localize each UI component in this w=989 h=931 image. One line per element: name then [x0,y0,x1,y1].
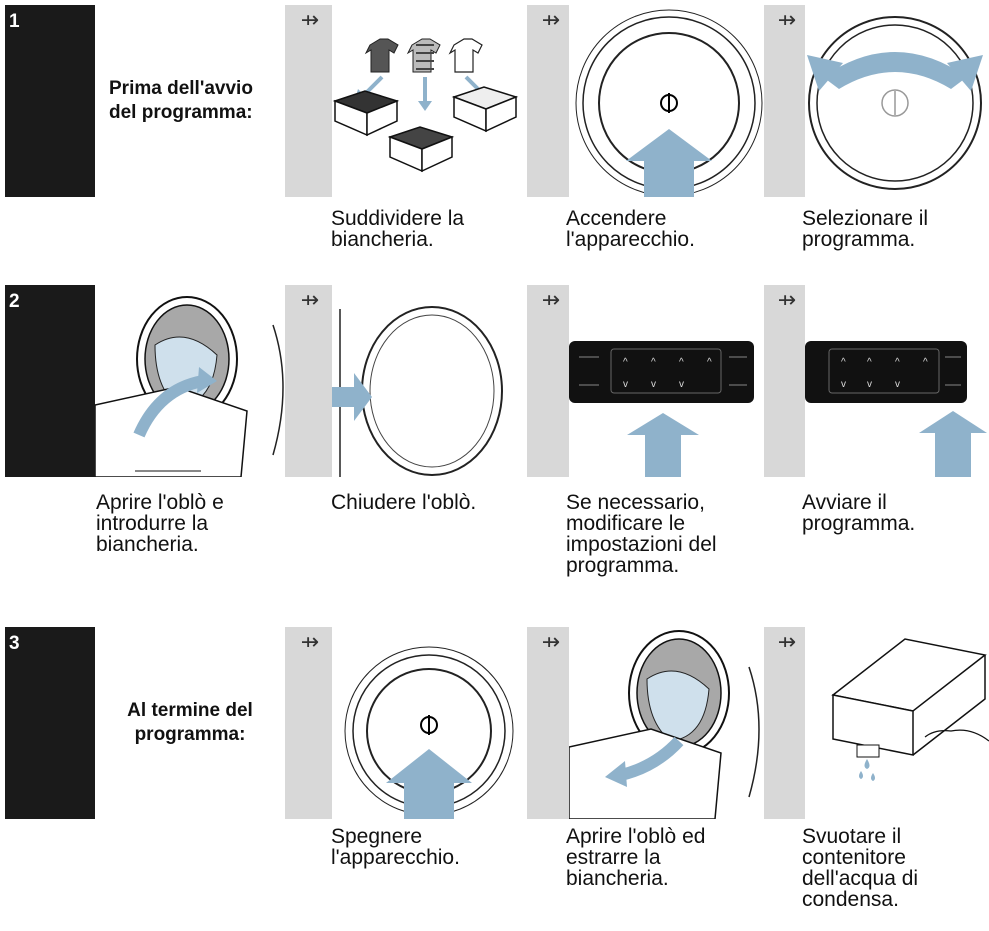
adjust-settings-illustration: ^ ^ ^ ^ v v v [569,285,764,477]
step-caption: Selezionare il programma. [802,207,929,251]
step-caption: Svuotare il contenitore dell'acqua di co… [802,825,919,911]
load-laundry-illustration [95,285,285,477]
svg-text:v: v [895,379,900,390]
step-row-1: 1 Prima dell'avvio del programma: ⇸ ⇸ [5,5,989,197]
step-caption: Avviare il programma. [802,491,916,535]
power-on-illustration [569,5,764,197]
next-step-arrow-icon: ⇸ [541,287,561,312]
step-caption: Se necessario, modificare le impostazion… [566,491,717,577]
select-program-illustration [805,5,989,197]
step-caption: Chiudere l'oblò. [331,491,477,514]
intro-text: Prima dell'avvio del programma: [109,78,253,123]
svg-text:^: ^ [679,357,684,368]
sort-laundry-illustration [332,5,527,197]
step-caption: Aprire l'oblò e introdurre la biancheria… [96,491,224,556]
next-step-arrow-icon: ⇸ [541,629,561,654]
intro-panel: Al termine del programma: [95,627,285,819]
next-step-arrow-icon: ⇸ [300,629,320,654]
next-step-arrow-icon: ⇸ [300,7,320,32]
step-number-badge: 3 [5,627,95,819]
step-caption: Suddividere la biancheria. [331,207,465,251]
step-caption: Aprire l'oblò ed estrarre la biancheria. [566,825,706,890]
start-program-illustration: ^ ^ ^ ^ v v v [805,285,989,477]
svg-text:^: ^ [623,357,628,368]
svg-text:v: v [623,379,628,390]
close-door-illustration [332,285,527,477]
svg-text:^: ^ [923,357,928,368]
next-step-arrow-icon: ⇸ [300,287,320,312]
svg-text:^: ^ [651,357,656,368]
step-caption: Spegnere l'apparecchio. [331,825,460,869]
empty-condensate-container-illustration [805,627,989,819]
step-caption: Accendere l'apparecchio. [566,207,695,251]
unload-laundry-illustration [569,627,764,819]
svg-text:v: v [841,379,846,390]
next-step-arrow-icon: ⇸ [777,287,797,312]
svg-text:^: ^ [707,357,712,368]
step-row-3: 3 Al termine del programma: ⇸ ⇸ ⇸ [5,627,989,819]
step-number: 1 [9,11,20,32]
next-step-arrow-icon: ⇸ [541,7,561,32]
power-off-illustration [332,627,527,819]
next-step-arrow-icon: ⇸ [777,629,797,654]
step-number: 3 [9,633,20,654]
svg-text:^: ^ [841,357,846,368]
next-step-arrow-icon: ⇸ [777,7,797,32]
svg-text:v: v [679,379,684,390]
svg-text:^: ^ [895,357,900,368]
step-number-badge: 1 [5,5,95,197]
svg-text:v: v [651,379,656,390]
intro-panel: Prima dell'avvio del programma: [95,5,285,197]
svg-text:^: ^ [867,357,872,368]
step-number: 2 [9,291,20,312]
step-number-badge: 2 [5,285,95,477]
step-row-2: 2 ⇸ ⇸ ^ ^ ^ ^ v v v [5,285,989,477]
svg-text:v: v [867,379,872,390]
intro-text: Al termine del programma: [127,700,253,745]
